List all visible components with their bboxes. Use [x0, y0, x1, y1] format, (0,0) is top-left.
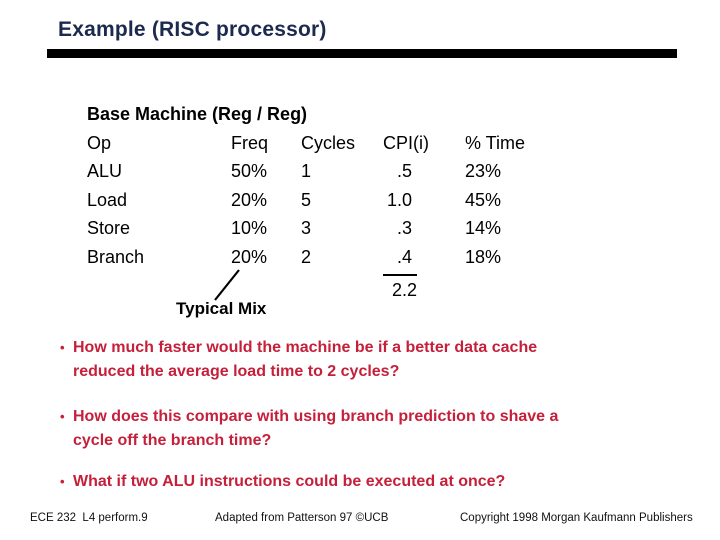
cell-cpi: .5: [396, 161, 412, 182]
cell-freq: 20%: [231, 246, 268, 267]
table-row: Store 10% 3 .3 14%: [87, 214, 555, 243]
cell-cycles: 2: [301, 246, 312, 267]
bullet-icon: •: [60, 409, 65, 424]
col-header-cpi: CPI(i): [383, 132, 429, 153]
col-header-freq: Freq: [231, 132, 269, 153]
col-header-cycles: Cycles: [301, 132, 356, 153]
table-row: Branch 20% 2 .4 18%: [87, 243, 555, 272]
cell-op: Branch: [87, 246, 145, 267]
table-heading: Base Machine (Reg / Reg): [87, 104, 308, 124]
cell-op: ALU: [87, 161, 123, 182]
bullet-item: • What if two ALU instructions could be …: [60, 470, 505, 494]
cell-cycles: 1: [301, 161, 312, 182]
cell-time: 14%: [465, 218, 502, 239]
cpi-total-cell: 2.2: [383, 272, 465, 305]
bullet-text-line: How much faster would the machine be if …: [73, 339, 538, 356]
cell-cycles: 3: [301, 218, 312, 239]
table-total-row: 2.2: [87, 272, 555, 305]
table-row: Load 20% 5 1.0 45%: [87, 186, 555, 215]
bullet-item: • How much faster would the machine be i…: [60, 336, 537, 384]
cpi-table: Base Machine (Reg / Reg) Op Freq Cycles …: [87, 100, 555, 304]
bullet-text-line: What if two ALU instructions could be ex…: [73, 473, 506, 490]
table-header-row: Op Freq Cycles CPI(i) % Time: [87, 129, 555, 158]
footer-course-label: ECE 232 L4 perform.9: [30, 512, 148, 524]
bullet-item: • How does this compare with using branc…: [60, 405, 558, 453]
cell-time: 18%: [465, 246, 502, 267]
typical-mix-label: Typical Mix: [176, 299, 267, 318]
bullet-text-line: How does this compare with using branch …: [73, 408, 559, 425]
cell-cpi: .3: [396, 218, 412, 239]
cell-cpi: .4: [396, 246, 412, 267]
cell-freq: 20%: [231, 189, 268, 210]
table-row: ALU 50% 1 .5 23%: [87, 157, 555, 186]
cell-freq: 50%: [231, 161, 268, 182]
col-header-time: % Time: [465, 132, 526, 153]
bullet-icon: •: [60, 474, 65, 489]
cell-time: 45%: [465, 189, 502, 210]
bullet-text-line: cycle off the branch time?: [73, 432, 272, 449]
cell-op: Store: [87, 218, 131, 239]
cell-op: Load: [87, 189, 128, 210]
cell-freq: 10%: [231, 218, 268, 239]
page-title: Example (RISC processor): [58, 18, 327, 41]
footer-copyright: Copyright 1998 Morgan Kaufmann Publisher…: [460, 512, 693, 524]
cpi-total-value: 2.2: [383, 273, 418, 305]
footer-attribution: Adapted from Patterson 97 ©UCB: [215, 512, 389, 524]
cell-cpi: 1.0: [386, 189, 412, 210]
typical-mix-pointer-line: [214, 269, 240, 301]
cell-cycles: 5: [301, 189, 312, 210]
col-header-op: Op: [87, 132, 112, 153]
cell-time: 23%: [465, 161, 502, 182]
title-underline-rule: [47, 49, 677, 58]
bullet-text-line: reduced the average load time to 2 cycle…: [73, 363, 400, 380]
bullet-icon: •: [60, 340, 65, 355]
